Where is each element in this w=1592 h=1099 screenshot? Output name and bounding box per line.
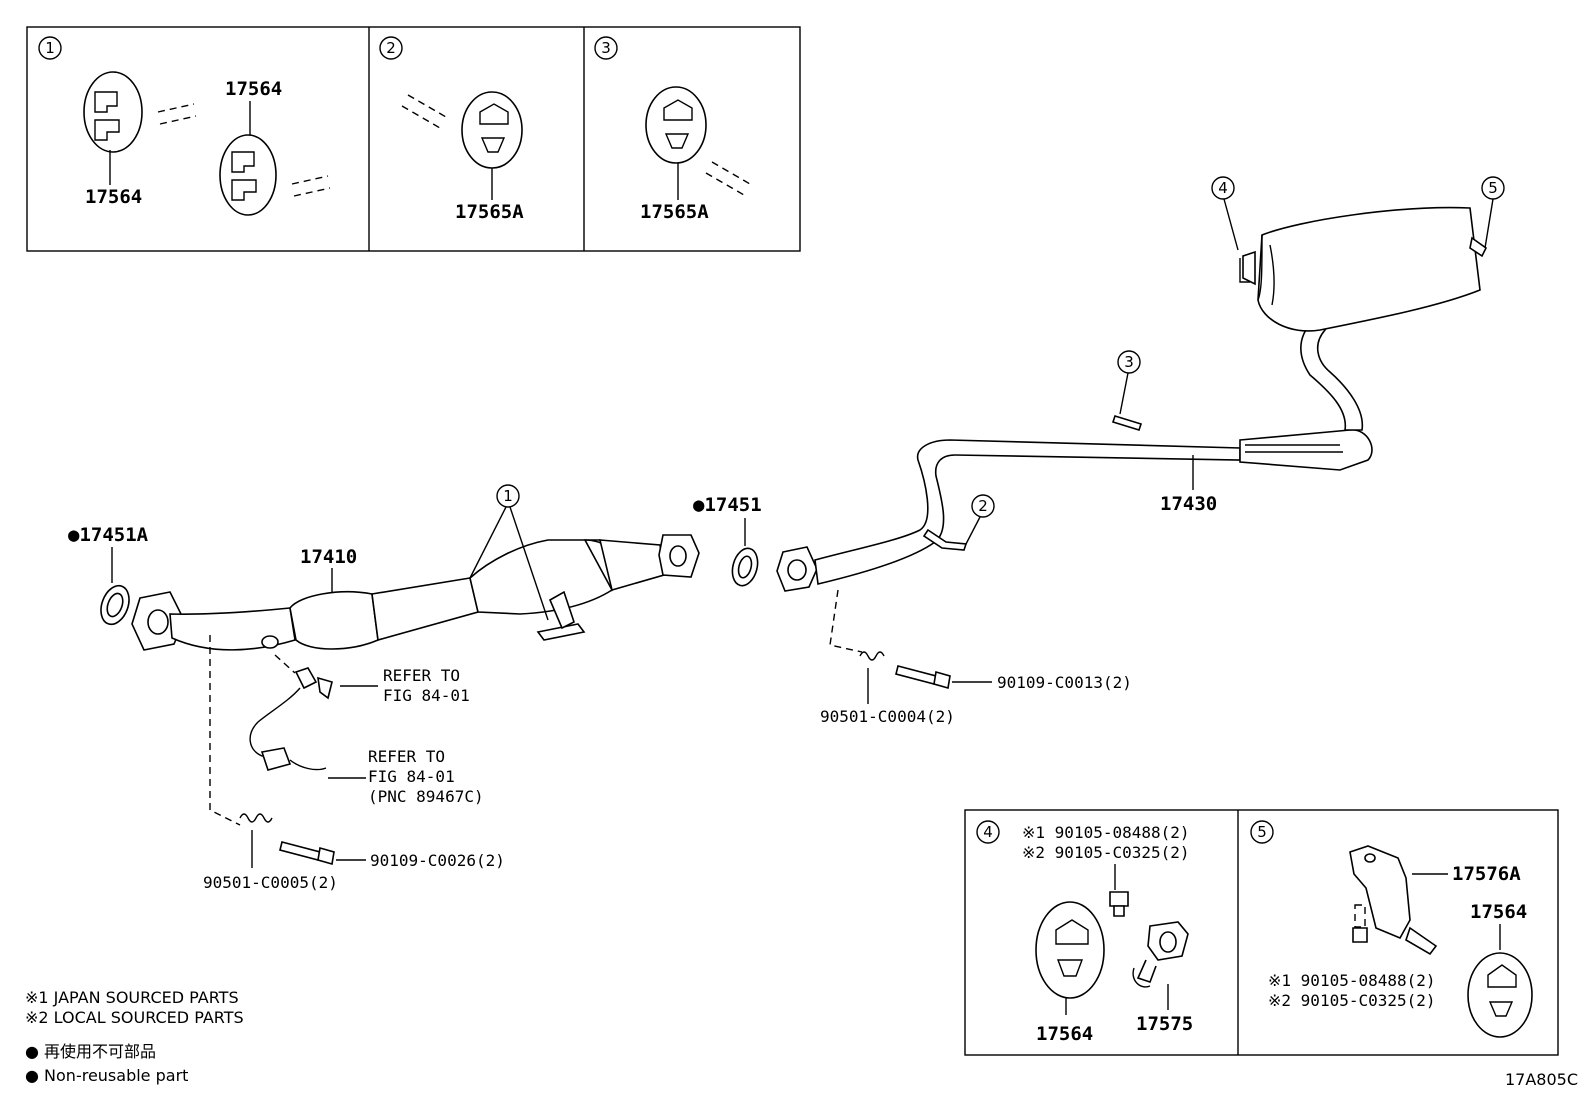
inset-4-label-a: 17564 [1036, 1023, 1093, 1045]
inset-3: 3 17565A [594, 36, 751, 223]
inset-1-label-lower: 17564 [85, 186, 142, 208]
refer-1-line2: FIG 84-01 [383, 686, 470, 705]
refer-2-line1: REFER TO [368, 747, 445, 766]
legend-non-reusable-jp: ● 再使用不可部品 [25, 1042, 156, 1061]
front-pipe-17410: 17410 [131, 534, 700, 651]
oxygen-sensor-lower: REFER TO FIG 84-01 (PNC 89467C) [249, 687, 484, 806]
inset-1-number: 1 [45, 39, 55, 57]
legend-japan-sourced: ※1 JAPAN SOURCED PARTS [25, 988, 239, 1007]
inset-4: 4 ※1 90105-08488(2) ※2 90105-C0325(2) 17… [976, 820, 1193, 1045]
hanger-rubber-icon [1467, 952, 1533, 1038]
callout-5: 5 [1469, 176, 1505, 258]
hanger-rubber-icon [461, 91, 523, 169]
tail-pipe-17430: 17430 [776, 206, 1481, 592]
callout-4: 4 [1211, 176, 1239, 251]
callout-1: 1 [469, 484, 549, 621]
legend: ※1 JAPAN SOURCED PARTS ※2 LOCAL SOURCED … [25, 988, 244, 1085]
gasket-front-label: ●17451A [68, 524, 149, 546]
inset-1-label-upper: 17564 [225, 78, 282, 100]
refer-1-line1: REFER TO [383, 666, 460, 685]
right-fasteners: 90501-C0004(2) 90109-C0013(2) [820, 589, 1132, 726]
inset-4-note2: ※2 90105-C0325(2) [1022, 843, 1190, 862]
spring-left-label: 90501-C0005(2) [203, 873, 338, 892]
inset-1: 1 17564 17564 [38, 36, 331, 216]
muffler-icon [1257, 206, 1481, 332]
inset-5-number: 5 [1257, 823, 1267, 841]
hanger-rubber-icon [83, 71, 143, 153]
oxygen-sensor-upper: REFER TO FIG 84-01 [274, 654, 470, 705]
inset-4-label-b: 17575 [1136, 1013, 1193, 1035]
callout-2: 2 [965, 494, 995, 545]
refer-2-line2: FIG 84-01 [368, 767, 455, 786]
inset-4-note1: ※1 90105-08488(2) [1022, 823, 1190, 842]
inset-5-label-b: 17564 [1470, 901, 1527, 923]
bracket-icon [1349, 845, 1438, 956]
callout-3: 3 [1117, 350, 1141, 415]
callout-5-number: 5 [1488, 179, 1498, 197]
resonator-icon [1239, 429, 1373, 471]
inset-5-note1: ※1 90105-08488(2) [1268, 971, 1436, 990]
inset-5: 5 17576A 17564 ※1 90105-08488(2) ※2 9010… [1250, 820, 1533, 1038]
spring-icon [239, 813, 273, 823]
bolt-icon [1109, 891, 1129, 907]
bolt-icon [895, 665, 937, 685]
legend-local-sourced: ※2 LOCAL SOURCED PARTS [25, 1008, 244, 1027]
inset-2-label: 17565A [455, 201, 524, 223]
inset-3-label: 17565A [640, 201, 709, 223]
gasket-mid: ●17451 [693, 494, 762, 587]
gasket-mid-label: ●17451 [693, 494, 762, 516]
gasket-front: ●17451A [68, 524, 149, 626]
inset-5-label-a: 17576A [1452, 863, 1521, 885]
spring-icon [859, 651, 885, 661]
bolt-right-label: 90109-C0013(2) [997, 673, 1132, 692]
bracket-icon [1132, 921, 1189, 988]
bolt-icon [279, 841, 321, 861]
tail-pipe-label: 17430 [1160, 493, 1217, 515]
inset-panel-bottom [964, 809, 1559, 1056]
inset-4-number: 4 [983, 823, 993, 841]
inset-panel-top [26, 26, 801, 252]
front-pipe-label: 17410 [300, 546, 357, 568]
inset-2-number: 2 [386, 39, 396, 57]
inset-5-note2: ※2 90105-C0325(2) [1268, 991, 1436, 1010]
callout-1-number: 1 [503, 487, 513, 505]
bolt-icon [1352, 927, 1368, 943]
spring-right-label: 90501-C0004(2) [820, 707, 955, 726]
callout-2-number: 2 [978, 497, 988, 515]
refer-2-line3: (PNC 89467C) [368, 787, 484, 806]
inset-3-number: 3 [601, 39, 611, 57]
legend-non-reusable: ● Non-reusable part [25, 1066, 188, 1085]
bolt-left-label: 90109-C0026(2) [370, 851, 505, 870]
callout-4-number: 4 [1218, 179, 1228, 197]
inset-2: 2 17565A [379, 36, 524, 223]
callout-3-number: 3 [1124, 353, 1134, 371]
figure-id: 17A805C [1505, 1070, 1578, 1089]
hanger-rubber-icon [1035, 901, 1105, 999]
catalytic-converter-icon [289, 591, 379, 650]
hanger-rubber-icon [645, 86, 707, 164]
inset-1-number-circle [38, 36, 62, 60]
left-fasteners: 90501-C0005(2) 90109-C0026(2) [203, 635, 505, 892]
hanger-rubber-icon [219, 134, 277, 216]
